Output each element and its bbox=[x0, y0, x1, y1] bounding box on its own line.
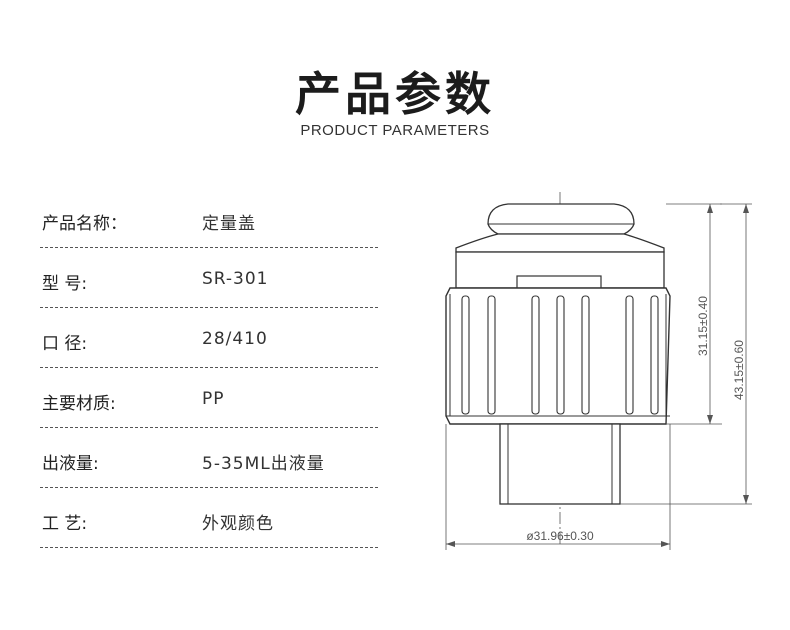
dim-arrow bbox=[446, 541, 455, 547]
dim-diameter: ø31.96±0.30 bbox=[526, 529, 594, 543]
cap-top-dome bbox=[487, 203, 635, 235]
cap-technical-drawing: 31.15±0.40 43.15±0.60 ø31.96±0.30 bbox=[445, 192, 752, 550]
rib bbox=[487, 295, 496, 415]
spec-row-material: 主要材质: PP bbox=[40, 368, 378, 428]
cap-window bbox=[516, 275, 602, 289]
spec-value: PP bbox=[202, 389, 225, 409]
spec-label: 工 艺: bbox=[42, 514, 88, 534]
spec-value: 5-35ML出液量 bbox=[202, 454, 325, 474]
spec-label: 出液量: bbox=[42, 454, 99, 474]
dim-height-upper: 31.15±0.40 bbox=[696, 296, 710, 356]
spec-row-name: 产品名称： 定量盖 bbox=[40, 188, 378, 248]
spec-value: SR-301 bbox=[202, 269, 269, 289]
spec-label: 口 径: bbox=[42, 334, 88, 354]
dim-arrow bbox=[707, 204, 713, 213]
spec-row-process: 工 艺: 外观颜色 bbox=[40, 488, 378, 548]
rib bbox=[625, 295, 634, 415]
spec-value: 定量盖 bbox=[202, 214, 256, 234]
spec-row-caliber: 口 径: 28/410 bbox=[40, 308, 378, 368]
spec-value: 外观颜色 bbox=[202, 514, 274, 534]
cap-nozzle bbox=[499, 423, 621, 505]
dim-arrow bbox=[707, 415, 713, 424]
spec-label: 产品名称： bbox=[42, 214, 127, 234]
spec-row-model: 型 号: SR-301 bbox=[40, 248, 378, 308]
dim-arrow bbox=[743, 495, 749, 504]
cap-collar bbox=[455, 233, 665, 253]
spec-label: 主要材质: bbox=[42, 394, 116, 414]
cap-ribs bbox=[461, 295, 659, 415]
dim-arrow bbox=[661, 541, 670, 547]
rib bbox=[556, 295, 565, 415]
rib bbox=[461, 295, 470, 415]
dim-height-total: 43.15±0.60 bbox=[732, 340, 746, 400]
page-title: 产品参数 bbox=[295, 67, 495, 121]
spec-value: 28/410 bbox=[202, 329, 268, 349]
page-subtitle: PRODUCT PARAMETERS bbox=[300, 122, 490, 139]
spec-label: 型 号: bbox=[42, 274, 88, 294]
rib bbox=[650, 295, 659, 415]
spec-row-output: 出液量: 5-35ML出液量 bbox=[40, 428, 378, 488]
rib bbox=[531, 295, 540, 415]
dim-arrow bbox=[743, 204, 749, 213]
rib bbox=[581, 295, 590, 415]
spec-table: 产品名称： 定量盖 型 号: SR-301 口 径: 28/410 主要材质: … bbox=[40, 188, 378, 548]
